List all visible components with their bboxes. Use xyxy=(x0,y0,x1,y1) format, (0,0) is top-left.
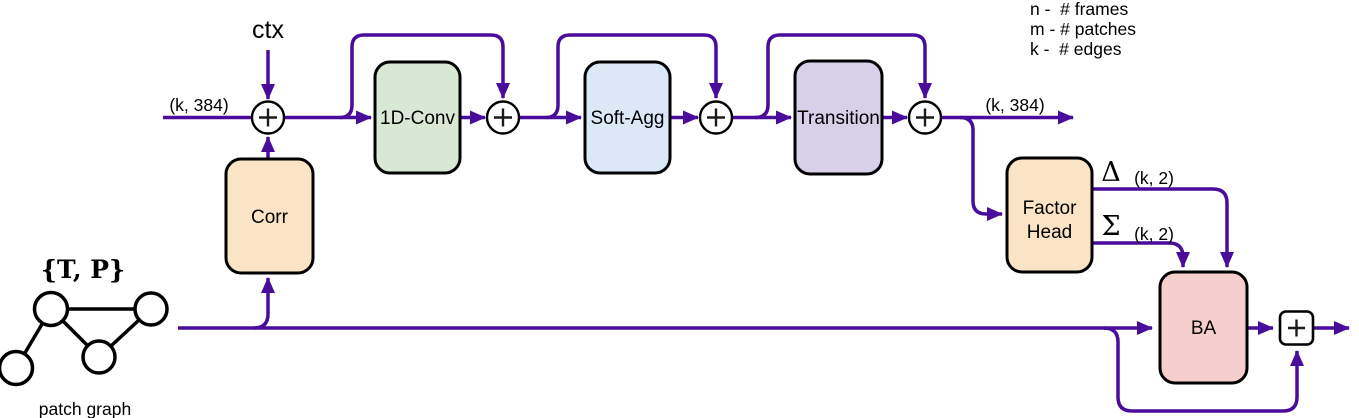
ctx-label: ctx xyxy=(252,16,284,44)
ba-block-rect xyxy=(1158,270,1249,385)
ba-block: BA xyxy=(1158,270,1249,385)
delta-symbol: Δ xyxy=(1101,157,1121,188)
patch-graph-node xyxy=(133,291,169,327)
softagg-block-rect xyxy=(583,60,672,175)
corr-block-rect xyxy=(224,157,315,275)
patch-graph-node xyxy=(81,339,117,375)
ba-block-label: BA xyxy=(1191,318,1217,339)
softagg-block-label: Soft-Agg xyxy=(591,108,665,129)
patch-graph-node xyxy=(32,290,70,328)
sum-node-1 xyxy=(250,100,286,135)
legend-item-edges: k - # edges xyxy=(1030,39,1122,59)
skip-connection-2 xyxy=(545,33,723,120)
transition-block-rect xyxy=(793,59,884,176)
legend-item-frames: n - # frames xyxy=(1030,0,1128,19)
skip-connection-1 xyxy=(339,33,510,120)
patch-graph: {T, P} patch graph xyxy=(0,255,169,418)
factor-head-label-line1: Factor xyxy=(1023,198,1078,219)
sum-node-2 xyxy=(485,100,521,135)
delta-dim-label: (k, 2) xyxy=(1134,168,1174,188)
legend-item-patches: m - # patches xyxy=(1030,19,1136,39)
patch-graph-node xyxy=(0,349,35,387)
bottom-loop-to-boxsum-arrow xyxy=(1103,326,1304,413)
branch-to-factor-head-arrow xyxy=(959,115,1003,221)
sigma-edge xyxy=(1092,241,1190,268)
factor-head-label-line2: Head xyxy=(1027,222,1072,243)
corr-block-label: Corr xyxy=(251,207,289,228)
plus-icon xyxy=(916,108,934,127)
plus-icon xyxy=(707,108,725,127)
sigma-dim-label: (k, 2) xyxy=(1134,224,1174,244)
conv-block: 1D-Conv xyxy=(373,60,462,175)
transition-block-label: Transition xyxy=(797,108,880,129)
plus-icon xyxy=(494,108,512,127)
factor-head-block-rect xyxy=(1005,156,1094,274)
legend: n - # frames m - # patches k - # edges xyxy=(1030,0,1136,59)
branch-to-corr-arrow xyxy=(253,277,275,330)
plus-icon xyxy=(1288,319,1305,337)
input-dim-label: (k, 384) xyxy=(169,95,228,115)
transition-block: Transition xyxy=(793,59,884,176)
skip-connection-3 xyxy=(754,33,932,120)
sigma-symbol: Σ xyxy=(1101,211,1120,242)
plus-icon xyxy=(259,108,277,127)
boxed-sum-node xyxy=(1278,310,1315,346)
factor-head-block: Factor Head xyxy=(1005,156,1094,274)
sum-node-4 xyxy=(907,100,943,135)
conv-block-label: 1D-Conv xyxy=(380,108,455,129)
corr-block: Corr xyxy=(224,157,315,275)
conv-block-rect xyxy=(373,60,462,175)
patch-graph-set-label: {T, P} xyxy=(41,255,125,284)
delta-edge xyxy=(1092,187,1234,268)
sum-node-3 xyxy=(698,100,734,135)
output-dim-label: (k, 384) xyxy=(985,95,1044,115)
edges xyxy=(163,33,1350,413)
patch-graph-caption: patch graph xyxy=(39,399,131,418)
softagg-block: Soft-Agg xyxy=(583,60,672,175)
